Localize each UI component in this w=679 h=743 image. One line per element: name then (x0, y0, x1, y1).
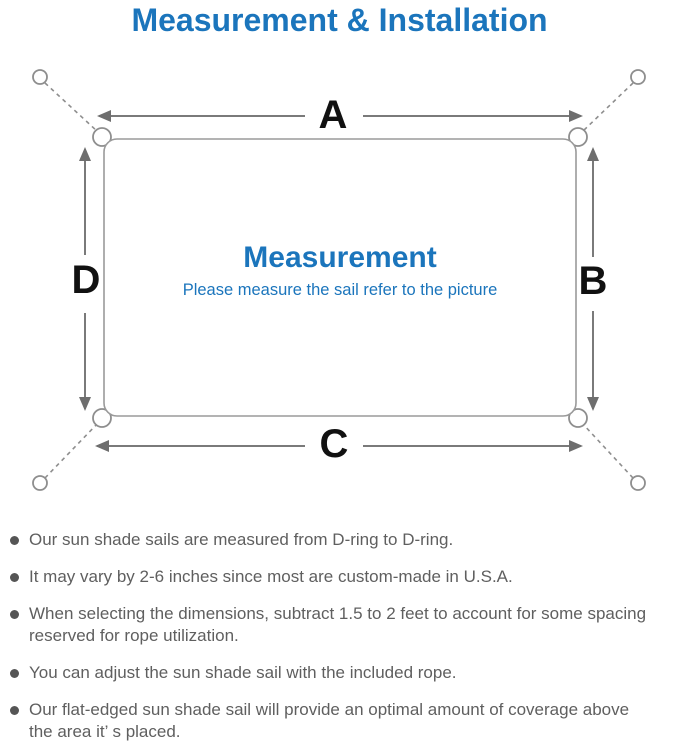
note-item: When selecting the dimensions, subtract … (10, 603, 671, 647)
note-text: You can adjust the sun shade sail with t… (29, 663, 457, 682)
note-text: When selecting the dimensions, subtract … (29, 604, 647, 645)
sail-measurement-diagram: A B C D Measurement Please measure the s… (0, 60, 679, 510)
bullet-icon (10, 573, 19, 582)
anchor-point-rings (32, 69, 646, 491)
note-item: Our flat-edged sun shade sail will provi… (10, 699, 671, 743)
page-title: Measurement & Installation (131, 2, 548, 38)
note-text: Our sun shade sails are measured from D-… (29, 530, 454, 549)
corner-d-rings (92, 127, 588, 428)
bullet-icon (10, 610, 19, 619)
diagram-center-text: Measurement Please measure the sail refe… (104, 242, 576, 300)
bullet-icon (10, 669, 19, 678)
corner-rope-lines (44, 82, 634, 479)
sail-outline (103, 138, 577, 417)
notes-list: Our sun shade sails are measured from D-… (10, 529, 671, 743)
note-item: You can adjust the sun shade sail with t… (10, 662, 671, 684)
note-item: Our sun shade sails are measured from D-… (10, 529, 671, 551)
note-text: It may vary by 2-6 inches since most are… (29, 567, 513, 586)
bullet-icon (10, 536, 19, 545)
dimension-label-a: A (318, 93, 348, 137)
note-text: Our flat-edged sun shade sail will provi… (29, 700, 630, 741)
diagram-center-title: Measurement (243, 241, 437, 274)
dimension-label-c: C (319, 422, 349, 466)
sail-diagram-drawing (32, 69, 646, 491)
bullet-icon (10, 706, 19, 715)
dimension-label-b: B (578, 259, 608, 303)
dimension-label-d: D (71, 258, 101, 302)
diagram-center-subtitle: Please measure the sail refer to the pic… (182, 281, 498, 299)
note-item: It may vary by 2-6 inches since most are… (10, 566, 671, 588)
